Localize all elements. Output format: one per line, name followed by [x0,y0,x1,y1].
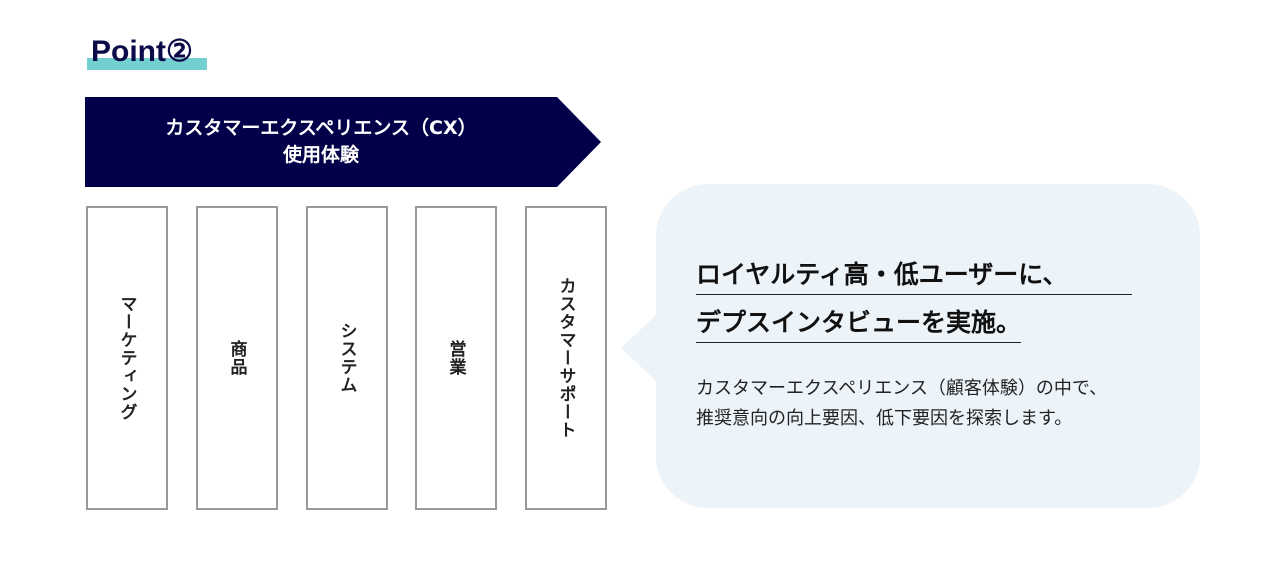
column-label: カスタマーサポート [555,277,576,439]
column-marketing: マーケティング [86,206,168,510]
column-system: システム [306,206,388,510]
callout-tail [621,314,657,382]
banner-title: カスタマーエクスペリエンス（CX） [165,117,477,139]
callout-body-line-1: カスタマーエクスペリエンス（顧客体験）の中で、 [696,378,1108,399]
callout-bubble [656,184,1200,508]
column-label: 商品 [226,340,247,376]
column-sales: 営業 [415,206,497,510]
point-highlight [87,58,207,70]
column-label: マーケティング [116,295,137,421]
column-product: 商品 [196,206,278,510]
callout-body: カスタマーエクスペリエンス（顧客体験）の中で、 推奨意向の向上要因、低下要因を探… [696,374,1107,434]
column-label: 営業 [445,340,466,376]
cx-banner-arrow: カスタマーエクスペリエンス（CX） 使用体験 [85,97,601,187]
banner-subtitle: 使用体験 [282,144,359,166]
callout-body-line-2: 推奨意向の向上要因、低下要因を探索します。 [696,408,1073,429]
column-customer-support: カスタマーサポート [525,206,607,510]
callout-headline-1: ロイヤルティ高・低ユーザーに、 [696,256,1132,295]
column-label: システム [336,322,357,394]
point-heading: Point② [87,34,207,70]
point-label: Point② [91,35,193,68]
callout-headline-2: デプスインタビューを実施。 [696,304,1022,343]
